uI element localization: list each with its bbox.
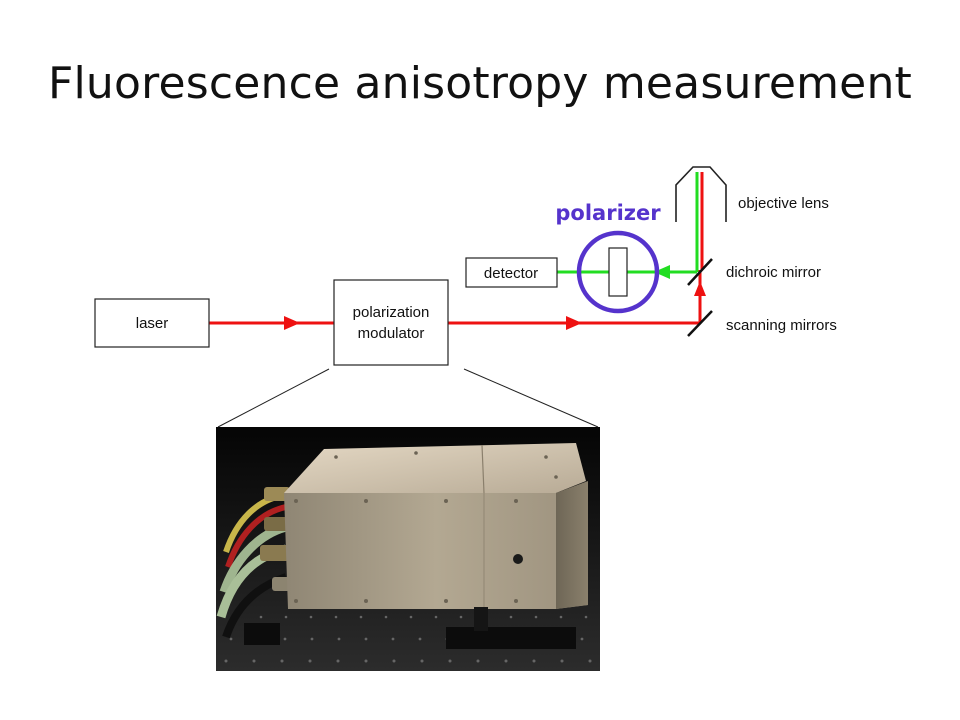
dichroic-mirror-label: dichroic mirror — [726, 264, 821, 281]
mount-left — [244, 623, 280, 645]
connector-3 — [260, 545, 290, 561]
polarization-modulator-box — [333, 279, 449, 366]
dichroic-mirror-shape — [687, 258, 713, 286]
arrow-head-2 — [566, 316, 582, 330]
detector-label: detector — [484, 265, 538, 282]
scanning-mirrors-label: scanning mirrors — [726, 317, 837, 334]
photo-illustration — [216, 427, 600, 671]
box-side — [556, 481, 588, 609]
arrow-head-up — [694, 281, 706, 296]
mount-post — [474, 607, 488, 631]
mount-right — [446, 627, 576, 649]
modulator-label-line2: modulator — [358, 325, 425, 342]
arrow-head-1 — [284, 316, 300, 330]
detector-box — [465, 257, 558, 288]
aperture-hole — [513, 554, 523, 564]
connector-2 — [264, 517, 290, 531]
cable-red — [225, 504, 287, 568]
objective-lens-label: objective lens — [738, 195, 829, 212]
modulator-label-line1: polarization — [353, 304, 430, 321]
scanning-mirror-shape — [687, 310, 713, 337]
connector-1 — [264, 487, 290, 501]
box-front — [284, 483, 588, 609]
laser-label: laser — [136, 315, 169, 332]
polarizer-label: polarizer — [555, 201, 661, 225]
zoom-line-left — [217, 368, 330, 428]
box-screws — [294, 451, 558, 603]
box-top — [284, 443, 586, 493]
polarizer-circle — [576, 230, 660, 314]
laser-box — [94, 298, 210, 348]
arrow-head-green — [654, 265, 670, 279]
objective-lens-shape — [675, 166, 727, 222]
polarization-modulator-photo — [216, 427, 600, 671]
zoom-line-right — [463, 368, 599, 428]
top-seam — [481, 444, 485, 494]
polarizer-element — [608, 247, 628, 297]
slide-title: Fluorescence anisotropy measurement — [48, 58, 912, 109]
